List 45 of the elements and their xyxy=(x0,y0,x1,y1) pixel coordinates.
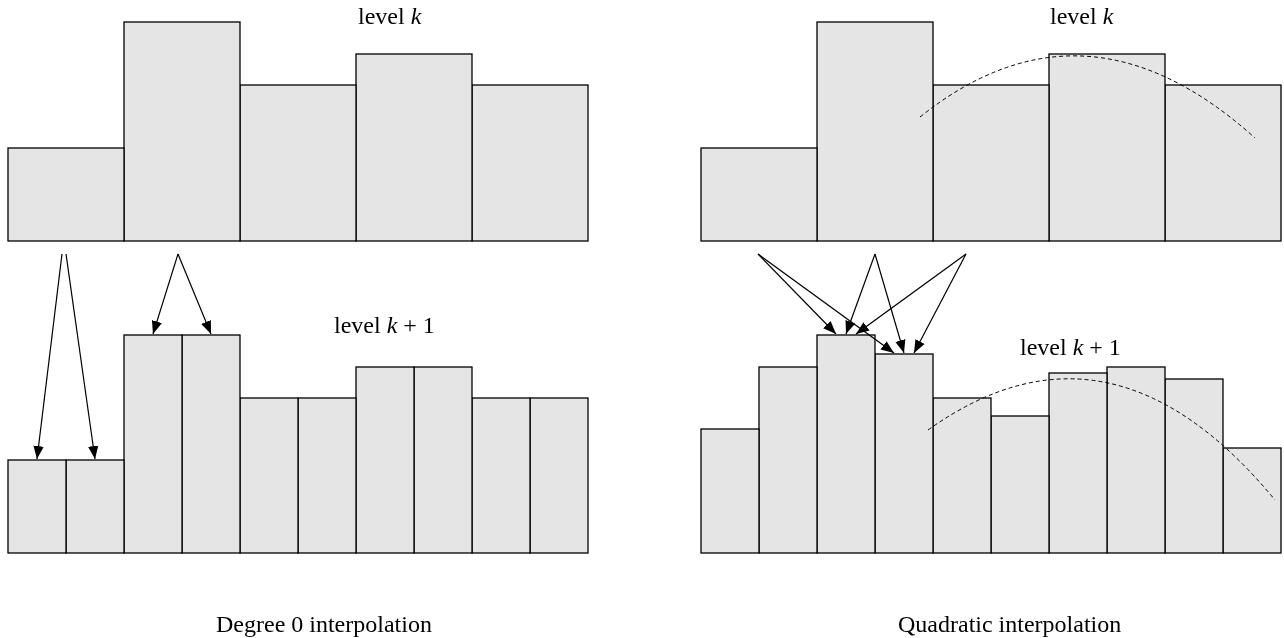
histogram-bar xyxy=(700,147,818,242)
level-label: level k + 1 xyxy=(1020,335,1121,359)
caption: Quadratic interpolation xyxy=(898,612,1122,636)
histogram-bar xyxy=(758,366,818,554)
histogram-bar xyxy=(700,428,760,554)
histogram-bar xyxy=(355,53,473,242)
histogram-bar xyxy=(990,415,1050,554)
arrow xyxy=(855,253,967,335)
histogram-bar xyxy=(471,397,531,554)
histogram-bar xyxy=(816,21,934,242)
histogram-bar xyxy=(355,366,415,554)
histogram-bar xyxy=(1164,84,1282,242)
arrow xyxy=(913,253,967,354)
histogram-bar xyxy=(529,397,589,554)
histogram-bar xyxy=(297,397,357,554)
histogram-bar xyxy=(1048,53,1166,242)
histogram-bar xyxy=(239,84,357,242)
histogram-bar xyxy=(1164,378,1224,554)
arrow xyxy=(845,253,876,335)
histogram-bar xyxy=(816,334,876,554)
arrow xyxy=(874,253,906,354)
histogram-bar xyxy=(123,334,183,554)
histogram-bar xyxy=(874,353,934,554)
histogram-bar xyxy=(471,84,589,242)
arrow xyxy=(177,253,212,335)
histogram-bar xyxy=(239,397,299,554)
arrow xyxy=(33,253,63,460)
caption: Degree 0 interpolation xyxy=(216,612,432,636)
level-label: level k + 1 xyxy=(334,313,435,337)
arrow xyxy=(151,253,179,335)
arrow xyxy=(757,253,895,354)
histogram-bar xyxy=(932,397,992,554)
arrow xyxy=(65,253,99,460)
histogram-bar xyxy=(7,147,125,242)
histogram-bar xyxy=(413,366,473,554)
histogram-bar xyxy=(181,334,241,554)
histogram-bar xyxy=(7,459,67,554)
histogram-bar xyxy=(1106,366,1166,554)
histogram-bar xyxy=(123,21,241,242)
histogram-bar xyxy=(1048,372,1108,554)
level-label: level k xyxy=(1050,4,1114,28)
level-label: level k xyxy=(358,4,422,28)
histogram-bar xyxy=(932,84,1050,242)
histogram-bar xyxy=(1222,447,1282,554)
histogram-bar xyxy=(65,459,125,554)
